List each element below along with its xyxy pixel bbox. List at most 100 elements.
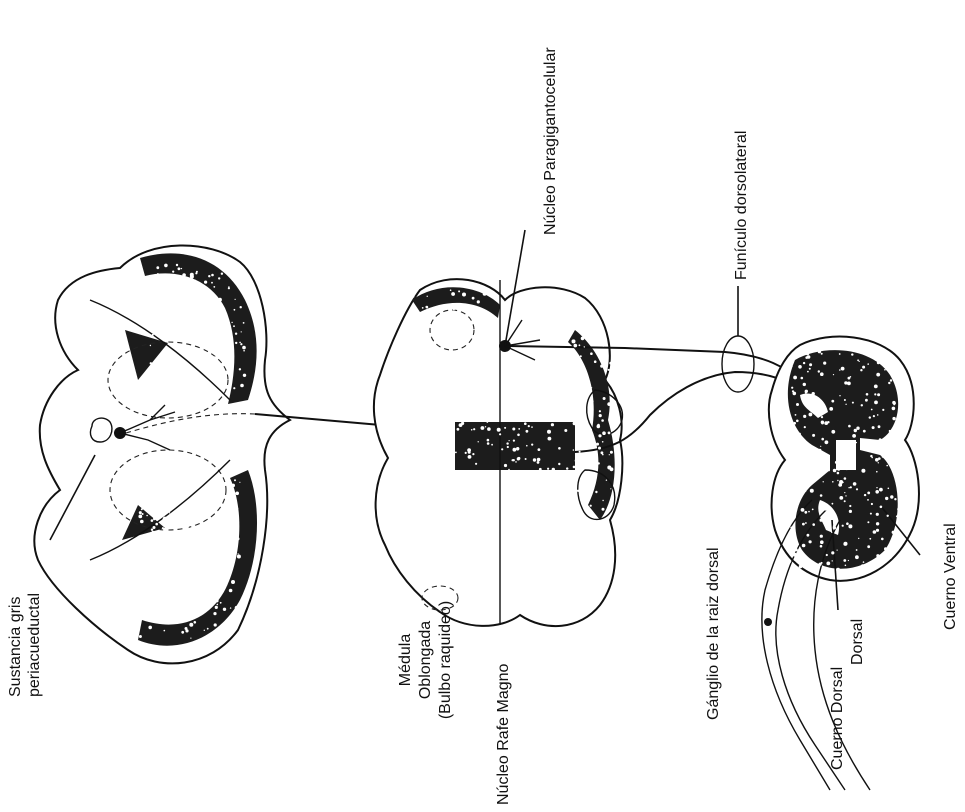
texture-speck — [551, 423, 554, 426]
texture-speck — [185, 516, 187, 518]
texture-speck — [875, 490, 879, 494]
texture-speck — [602, 500, 603, 501]
texture-speck — [853, 482, 857, 486]
texture-speck — [212, 388, 216, 392]
texture-speck — [222, 310, 224, 312]
texture-speck — [231, 322, 232, 323]
texture-speck — [236, 537, 239, 540]
texture-speck — [473, 428, 475, 430]
texture-speck — [897, 463, 900, 466]
texture-speck — [868, 569, 870, 571]
texture-speck — [602, 431, 606, 435]
texture-speck — [890, 495, 893, 498]
texture-speck — [235, 606, 239, 610]
texture-speck — [151, 529, 153, 531]
texture-speck — [506, 442, 508, 444]
texture-speck — [155, 523, 158, 526]
texture-speck — [148, 551, 150, 553]
texture-speck — [575, 459, 578, 462]
ganglion-label: Gánglio de la raiz dorsal — [705, 547, 722, 720]
texture-speck — [234, 479, 236, 481]
texture-speck — [154, 537, 156, 539]
texture-speck — [587, 465, 589, 467]
texture-speck — [156, 606, 159, 609]
texture-speck — [843, 559, 846, 562]
texture-speck — [153, 599, 155, 601]
texture-speck — [575, 370, 578, 373]
texture-speck — [875, 450, 878, 453]
texture-speck — [820, 545, 823, 548]
texture-speck — [513, 448, 517, 452]
texture-speck — [794, 559, 796, 561]
texture-speck — [547, 430, 551, 434]
texture-speck — [867, 545, 870, 548]
texture-speck — [876, 513, 879, 516]
texture-speck — [820, 519, 823, 522]
texture-speck — [211, 274, 214, 277]
texture-speck — [837, 550, 838, 551]
texture-speck — [159, 326, 161, 328]
texture-speck — [802, 523, 805, 526]
texture-speck — [847, 382, 851, 386]
texture-speck — [426, 306, 429, 309]
texture-speck — [157, 587, 159, 589]
texture-speck — [789, 561, 791, 563]
texture-speck — [487, 427, 491, 431]
texture-speck — [808, 562, 812, 566]
texture-speck — [185, 627, 188, 630]
texture-speck — [190, 481, 192, 483]
texture-speck — [576, 388, 577, 389]
texture-speck — [201, 612, 204, 615]
texture-speck — [179, 611, 181, 613]
texture-speck — [899, 398, 901, 400]
texture-speck — [839, 369, 841, 371]
texture-speck — [157, 304, 159, 306]
texture-speck — [204, 383, 205, 384]
texture-speck — [796, 555, 799, 558]
texture-speck — [208, 575, 209, 576]
texture-speck — [887, 515, 889, 517]
texture-speck — [208, 335, 209, 336]
texture-speck — [142, 513, 144, 515]
texture-speck — [208, 482, 212, 486]
texture-speck — [608, 432, 611, 435]
texture-speck — [153, 572, 156, 575]
texture-speck — [879, 488, 883, 492]
texture-speck — [865, 399, 868, 402]
texture-speck — [196, 381, 199, 384]
spinal-central-canal — [836, 440, 856, 470]
texture-speck — [848, 425, 851, 428]
texture-speck — [193, 377, 194, 378]
texture-speck — [846, 522, 849, 525]
texture-speck — [199, 332, 203, 336]
texture-speck — [878, 462, 879, 463]
texture-speck — [609, 362, 612, 365]
texture-speck — [148, 580, 152, 584]
texture-speck — [190, 491, 193, 494]
texture-speck — [879, 438, 882, 441]
texture-speck — [581, 367, 585, 371]
texture-speck — [477, 309, 479, 311]
texture-speck — [468, 455, 472, 459]
texture-speck — [603, 358, 605, 360]
texture-speck — [163, 355, 166, 358]
texture-speck — [457, 428, 460, 431]
texture-speck — [238, 553, 239, 554]
texture-speck — [517, 449, 519, 451]
texture-speck — [194, 621, 197, 624]
texture-speck — [610, 467, 614, 471]
texture-speck — [206, 488, 210, 492]
texture-speck — [804, 458, 806, 460]
texture-speck — [188, 380, 191, 383]
texture-speck — [215, 599, 218, 602]
texture-speck — [239, 342, 241, 344]
texture-speck — [207, 500, 211, 504]
texture-speck — [148, 562, 150, 564]
texture-speck — [610, 488, 611, 489]
texture-speck — [812, 523, 815, 526]
texture-speck — [812, 392, 815, 395]
texture-speck — [866, 441, 868, 443]
texture-speck — [195, 293, 198, 296]
texture-speck — [789, 483, 792, 486]
texture-speck — [468, 451, 471, 454]
